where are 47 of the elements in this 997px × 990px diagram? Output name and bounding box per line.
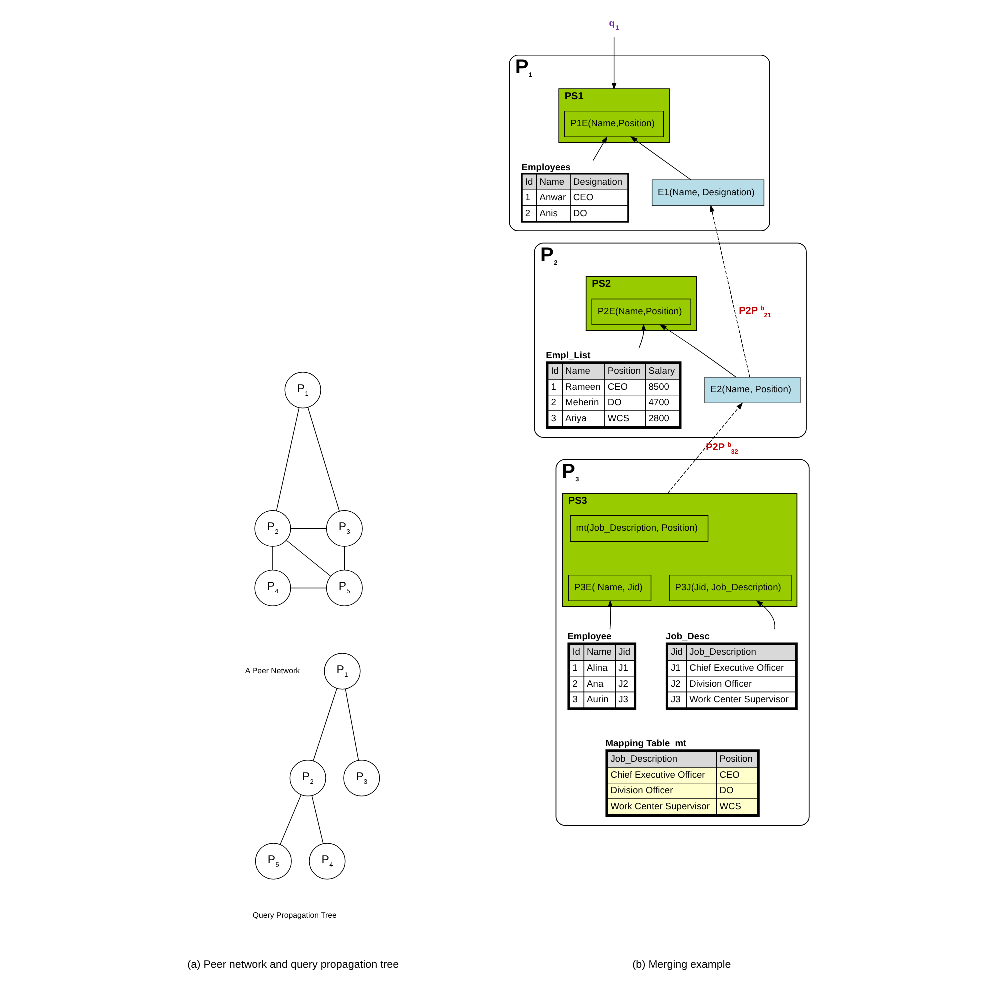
connector [312,796,324,844]
connector [290,588,327,589]
node-box: E2(Name, Position) [704,377,801,404]
connector [345,688,360,761]
node-box: mt(Job_Description, Position) [570,515,709,542]
label: Query Propagation Tree [252,910,337,920]
arrow [608,600,614,630]
arrow [710,204,750,378]
node-box: P3E( Name, Jid) [568,574,652,602]
node-label: Job_Desc [666,631,710,642]
connector [308,407,340,512]
node-circle: P$_{4}$ [254,570,292,607]
arrow [593,136,608,162]
connector [280,794,302,846]
connector [286,540,332,577]
node-circle: P$_{3}$ [326,510,363,547]
node-circle: P$_{2}$ [254,510,292,547]
node-box: P3J(Jid, Job_Description) [669,574,792,602]
arrow [668,402,744,494]
connector [290,528,327,530]
label: (a) Peer network and query propagation tree [188,958,400,971]
node-circle: P$_{3}$ [344,760,380,797]
connector [276,408,300,512]
node-label: Employees [522,162,571,172]
node-circle: P$_{4}$ [309,843,346,880]
node-box: P2E(Name,Position) [592,298,692,326]
arrow [612,37,617,90]
node-box: E1(Name, Designation) [652,180,765,206]
node-circle: P$_{1}$ [324,653,361,690]
label: (b) Merging example [632,958,732,971]
node-circle: P$_{2}$ [290,760,326,797]
node-circle: P$_{1}$ [284,372,322,409]
arrow [638,324,646,350]
arrow [756,600,776,630]
node-circle: P$_{5}$ [326,570,363,607]
label: A Peer Network [245,666,300,676]
connector [313,688,338,762]
connector [344,546,346,571]
arrow [660,324,736,378]
node-label: Mapping Table mt [606,738,687,748]
node-label: Empl_List [546,350,591,360]
node-text: q$_{1}$ [609,18,620,32]
node-label: Employee [568,631,612,642]
arrow [630,136,692,180]
node-circle: P$_{5}$ [255,843,292,880]
node-box: P1E(Name,Position) [564,110,664,138]
connector [272,546,274,571]
